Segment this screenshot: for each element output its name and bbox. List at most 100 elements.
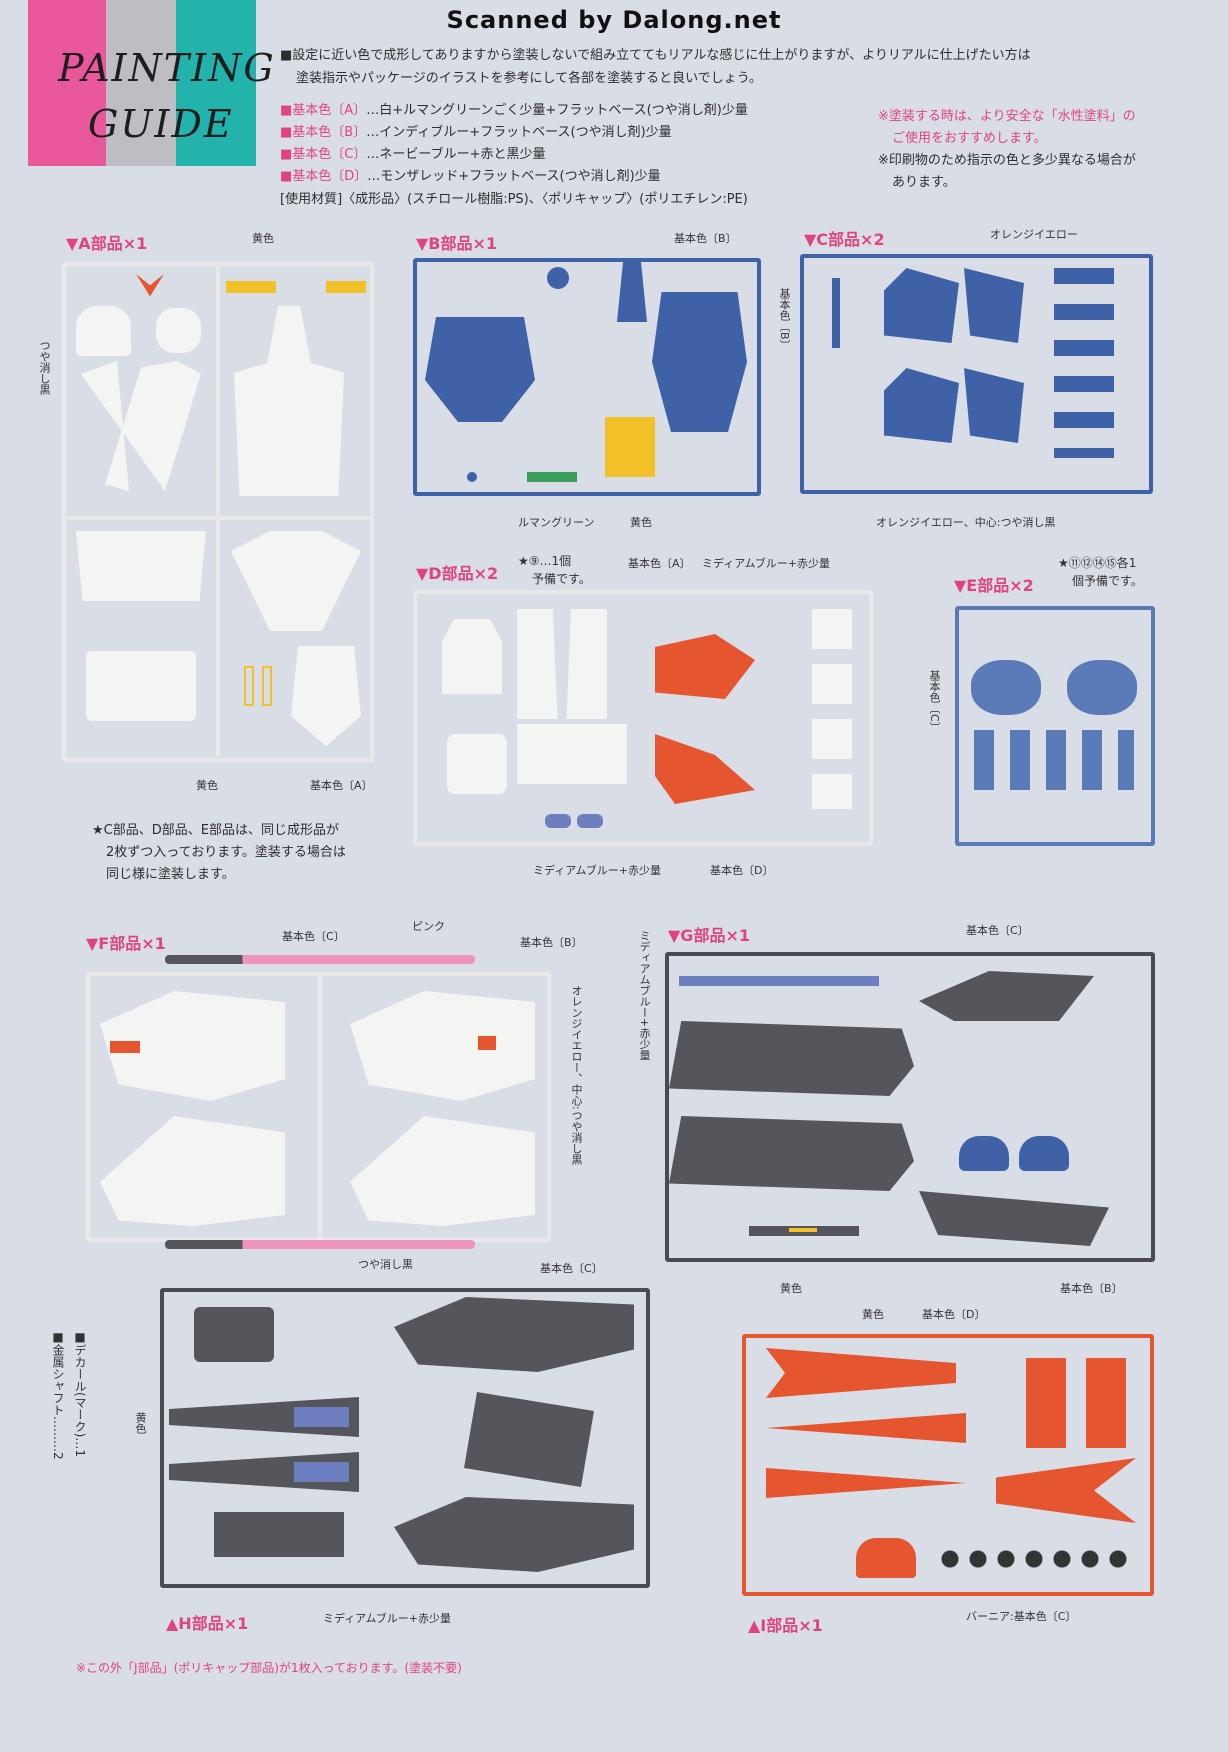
part-a4-head	[156, 308, 201, 353]
part-i5	[996, 1458, 1136, 1523]
runner-f	[86, 972, 551, 1242]
color-d: ■基本色〔D〕…モンザレッド+フラットベース(つや消し剤)少量	[280, 169, 661, 184]
part-f1-binder	[100, 1116, 285, 1226]
intro-line-1: ■設定に近い色で成形してありますから塗装しないで組み立ててもリアルな感じに仕上が…	[280, 48, 1031, 63]
part-i-rod	[766, 1468, 966, 1498]
label-i-vernier: バーニア:基本色〔C〕	[966, 1610, 1077, 1623]
part-e-small-parts	[974, 730, 1134, 790]
label-f-orange-vertical: オレンジイエロー、中心:つや消し黒	[570, 985, 583, 1165]
part-g-yellow-stripe	[789, 1228, 817, 1232]
section-d-title: ▼D部品×2	[416, 564, 499, 583]
part-b10	[467, 472, 477, 482]
part-i-verniers	[936, 1548, 1136, 1570]
runner-h	[160, 1288, 650, 1588]
part-i-small	[1026, 1358, 1136, 1448]
label-c-base-b: 基本色〔B〕	[778, 288, 791, 351]
header-bar-teal	[176, 0, 256, 166]
d-spare-note-2: 予備です。	[532, 572, 591, 586]
e-spare-note-1: ★⑪⑫⑭⑮各1	[1058, 556, 1137, 570]
part-g5-fin	[919, 971, 1094, 1021]
section-a-title: ▼A部品×1	[66, 234, 148, 253]
shaft-note: ■金属シャフト………2	[51, 1330, 65, 1460]
part-c-armor-4	[964, 368, 1024, 443]
part-f-pink-rod-top	[165, 955, 475, 964]
part-f-pink-rod-bottom	[165, 1240, 475, 1249]
e-spare-note-2: 個予備です。	[1072, 574, 1143, 588]
label-a-matte-black: つや消し黒	[38, 340, 51, 395]
part-a12-14-small	[86, 651, 196, 721]
part-e-knee-1	[971, 660, 1041, 715]
section-b-title: ▼B部品×1	[416, 234, 498, 253]
part-a16-yellow	[262, 666, 272, 706]
part-b1-chest	[652, 292, 747, 432]
label-a-yellow-bottom: 黄色	[196, 779, 218, 792]
part-f3-binder	[350, 1116, 535, 1226]
part-d-side-parts	[812, 609, 852, 809]
label-i-yellow: 黄色	[862, 1308, 884, 1321]
color-a: ■基本色〔A〕…白+ルマングリーンごく少量+フラットベース(つや消し剤)少量	[280, 103, 748, 118]
label-c-orange-center-matte: オレンジイエロー、中心:つや消し黒	[876, 516, 1056, 529]
part-d16	[447, 734, 507, 794]
label-g-base-b: 基本色〔B〕	[1060, 1282, 1123, 1295]
part-h-blue-1	[294, 1407, 349, 1427]
cde-note-2: 2枚ずつ入っております。塗装する場合は	[106, 845, 346, 860]
runner-g	[665, 952, 1155, 1262]
part-h-wing-bottom	[394, 1497, 634, 1572]
part-f4-binder	[350, 991, 535, 1101]
color-c: ■基本色〔C〕…ネービーブルー+赤と黒少量	[280, 147, 546, 162]
label-e-base-c: 基本色〔C〕	[928, 670, 941, 733]
part-a9-chest	[76, 531, 206, 601]
part-a-yellow-2	[326, 281, 366, 293]
part-g11-fin	[919, 1191, 1109, 1246]
part-a7-plates	[81, 361, 201, 491]
safe-paint-note-2: ご使用をおすすめします。	[892, 131, 1047, 146]
part-c-small-parts	[1054, 268, 1114, 458]
part-a15-yellow	[244, 666, 254, 706]
part-f-orange-1	[110, 1041, 140, 1053]
cde-note-1: ★C部品、D部品、E部品は、同じ成形品が	[92, 823, 339, 838]
part-a10-back	[231, 531, 361, 631]
part-a2-head	[76, 306, 131, 356]
part-f-orange-2	[478, 1036, 496, 1050]
part-i8-fin	[766, 1348, 956, 1398]
part-b5-shoulder	[425, 317, 535, 422]
part-b3	[617, 262, 647, 322]
part-h5	[194, 1307, 274, 1362]
label-b-yellow: 黄色	[630, 516, 652, 529]
label-f-pink: ピンク	[412, 920, 445, 933]
label-d-base-d: 基本色〔D〕	[710, 864, 774, 877]
print-note-2: あります。	[892, 175, 956, 190]
color-b: ■基本色〔B〕…インディブルー+フラットベース(つや消し剤)少量	[280, 125, 672, 140]
label-b-le-mans-green: ルマングリーン	[518, 516, 595, 529]
part-h9	[464, 1392, 594, 1487]
runner-e	[955, 606, 1155, 846]
part-g9-blue	[1019, 1136, 1069, 1171]
label-h-base-c: 基本色〔C〕	[540, 1262, 603, 1275]
runner-c	[800, 254, 1153, 494]
label-c-orange-yellow: オレンジイエロー	[990, 228, 1078, 241]
runner-i	[742, 1334, 1154, 1596]
part-d7-red	[655, 634, 755, 699]
d-spare-note-1: ★⑨…1個	[518, 554, 572, 568]
section-g-title: ▼G部品×1	[668, 926, 750, 945]
label-i-base-d: 基本色〔D〕	[922, 1308, 986, 1321]
label-b-base-b: 基本色〔B〕	[674, 232, 737, 245]
label-g-base-c: 基本色〔C〕	[966, 924, 1029, 937]
label-d-medium-blue-red-bottom: ミディアムブルー+赤少量	[533, 864, 662, 877]
label-h-yellow: 黄色	[134, 1412, 147, 1434]
part-d12	[517, 724, 627, 784]
part-g10-blue	[959, 1136, 1009, 1171]
label-f-base-b: 基本色〔B〕	[520, 936, 583, 949]
header-bar-grey	[106, 0, 176, 166]
runner-d	[413, 590, 873, 846]
painting-guide-title: PAINTING GUIDE	[58, 46, 276, 146]
footer-note: ※この外「J部品」(ポリキャップ部品)が1枚入っております。(塗装不要)	[76, 1661, 462, 1675]
section-i-title: ▲I部品×1	[748, 1616, 823, 1635]
part-d13-blue	[577, 814, 603, 828]
intro-line-2: 塗装指示やパッケージのイラストを参考にして各部を塗装すると良いでしょう。	[296, 71, 762, 86]
part-a1-vfin	[136, 274, 164, 297]
label-f-matte-black: つや消し黒	[358, 1258, 413, 1271]
label-a-yellow: 黄色	[252, 232, 274, 245]
part-c-armor-1	[884, 268, 959, 343]
part-g-blue-rod	[679, 976, 879, 986]
